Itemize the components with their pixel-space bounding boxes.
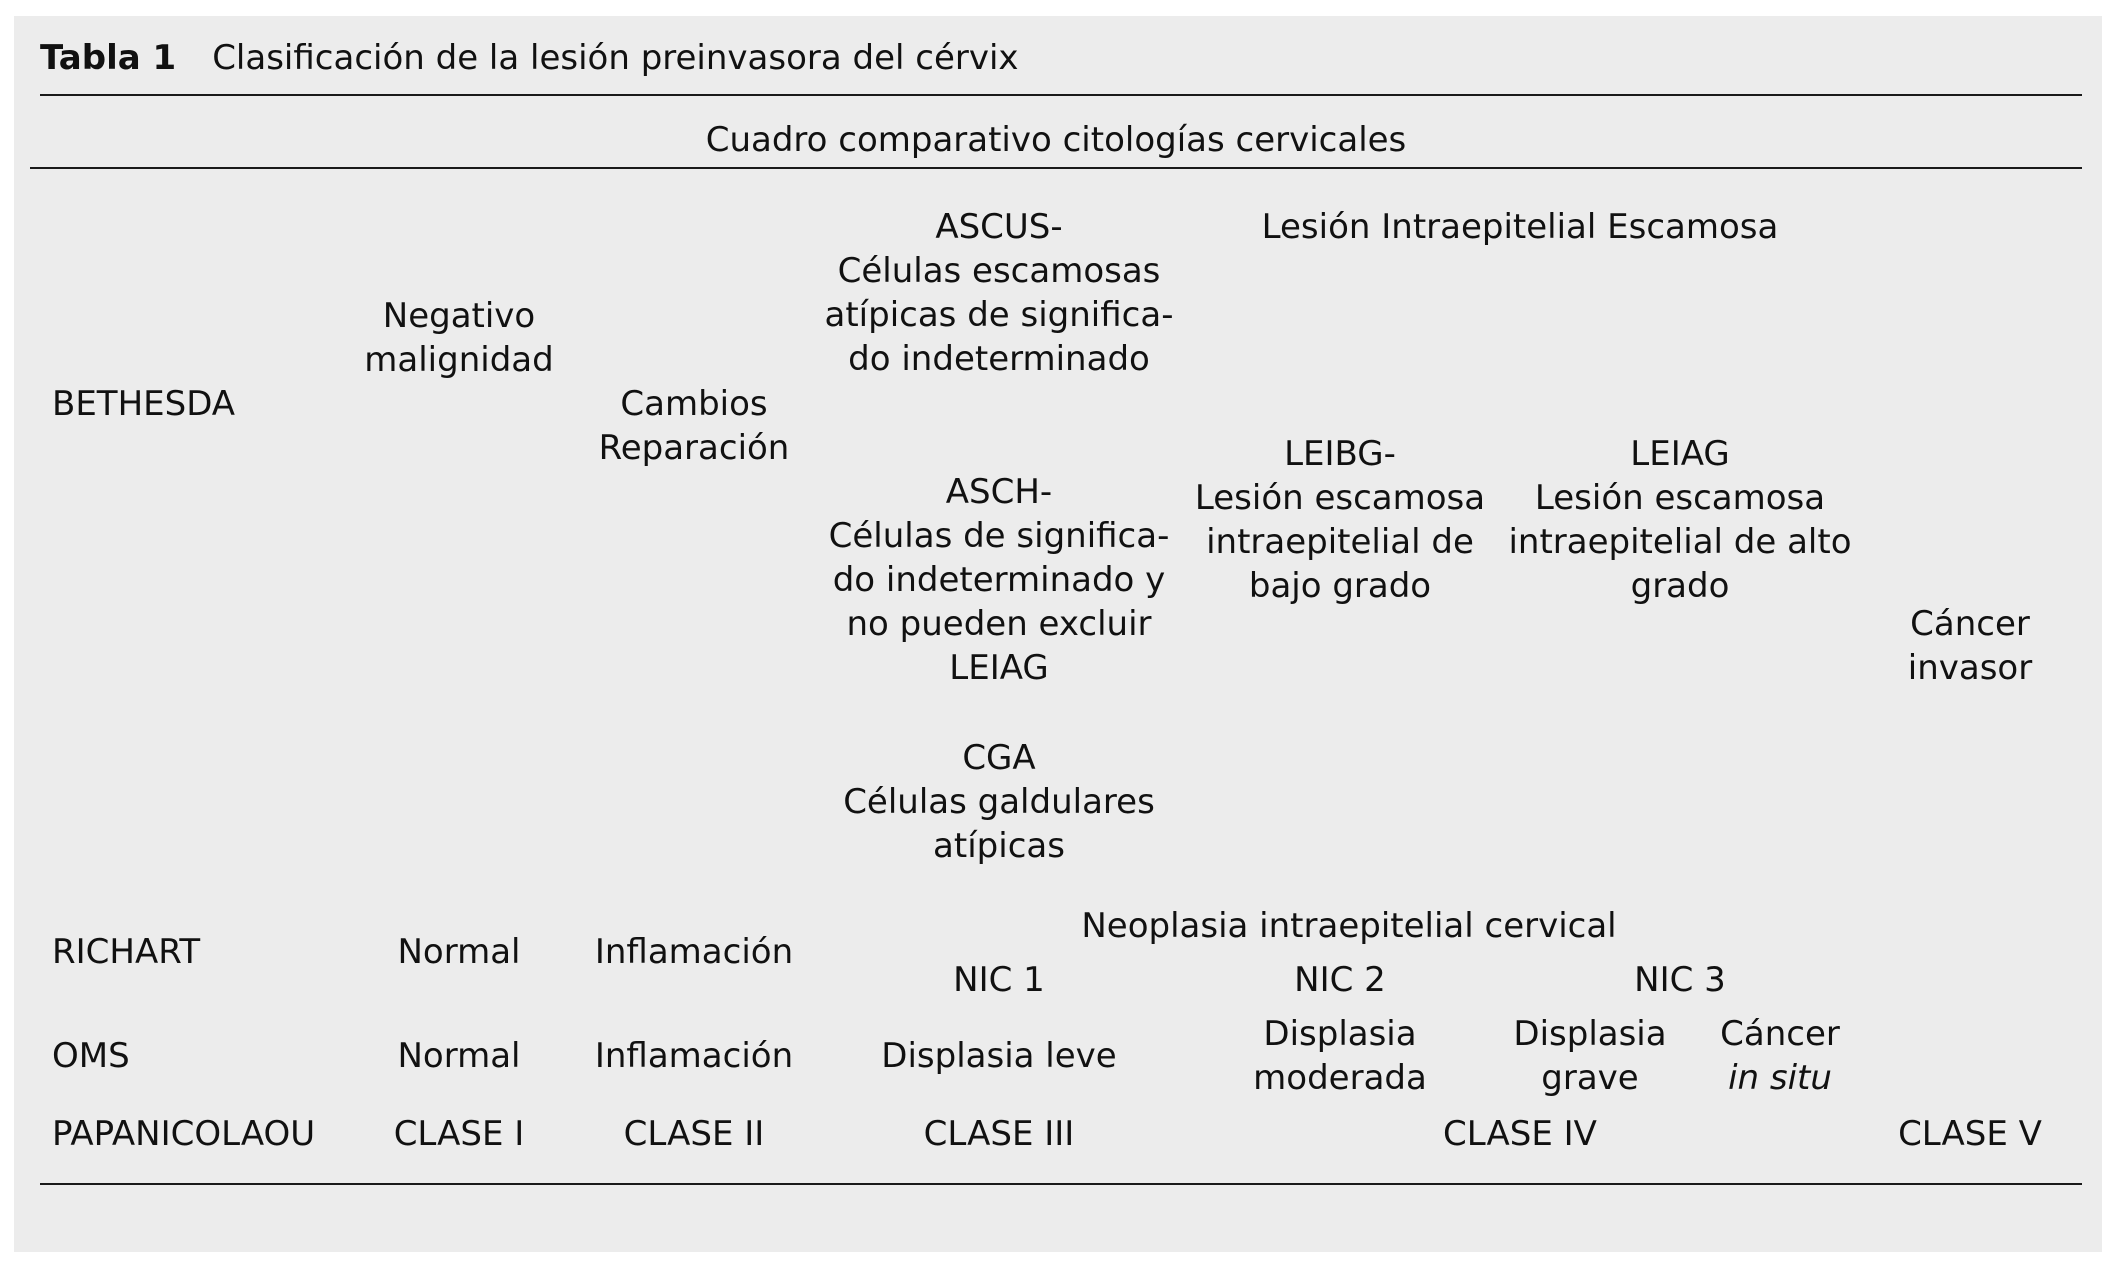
- row-label-bethesda: BETHESDA: [52, 384, 236, 424]
- row-label-papanicolaou: PAPANICOLAOU: [52, 1114, 316, 1154]
- oms-inflamacion: Inflamación: [594, 1036, 794, 1076]
- richart-nic1: NIC 1: [953, 960, 1045, 1000]
- title-rule: [40, 94, 2082, 96]
- oms-cancer-in-situ: Cáncer in situ: [1680, 1012, 1880, 1100]
- papanicolaou-clase-3: CLASE III: [923, 1114, 1075, 1154]
- table-title: Clasificación de la lesión preinvasora d…: [212, 38, 1019, 78]
- oms-normal: Normal: [397, 1036, 521, 1076]
- papanicolaou-clase-2: CLASE II: [623, 1114, 765, 1154]
- papanicolaou-clase-5: CLASE V: [1898, 1114, 2042, 1154]
- table-subtitle: Cuadro comparativo citologías cervicales: [705, 120, 1407, 160]
- table-panel: [14, 16, 2102, 1252]
- bethesda-cambios: Cambios Reparación: [598, 384, 790, 468]
- richart-neoplasia-header: Neoplasia intraepitelial cervical: [1081, 906, 1617, 946]
- oms-displasia-moderada: Displasia moderada: [1253, 1014, 1427, 1098]
- row-label-richart: RICHART: [52, 932, 201, 972]
- oms-displasia-grave: Displasia grave: [1513, 1014, 1667, 1098]
- table-caption: Tabla 1 Clasificación de la lesión preinv…: [40, 36, 1019, 80]
- bethesda-asch: ASCH- Células de significa- do indetermi…: [828, 472, 1170, 688]
- bethesda-negativo: Negativo malignidad: [364, 296, 554, 380]
- oms-displasia-leve: Displasia leve: [881, 1036, 1117, 1076]
- richart-normal: Normal: [397, 932, 521, 972]
- bethesda-leibg: LEIBG- Lesión escamosa intraepitelial de…: [1194, 434, 1486, 606]
- richart-nic3: NIC 3: [1634, 960, 1726, 1000]
- header-rule: [30, 167, 2082, 169]
- richart-nic2: NIC 2: [1294, 960, 1386, 1000]
- oms-in-situ: in situ: [1728, 1058, 1832, 1098]
- oms-cancer-label: Cáncer: [1720, 1014, 1840, 1054]
- bethesda-lesion-header: Lesión Intraepitelial Escamosa: [1261, 207, 1779, 247]
- bethesda-cancer-invasor: Cáncer invasor: [1907, 604, 2033, 688]
- bethesda-leiag: LEIAG Lesión escamosa intraepitelial de …: [1508, 434, 1852, 606]
- bottom-rule: [40, 1183, 2082, 1185]
- table-label: Tabla 1: [40, 38, 177, 78]
- richart-inflamacion: Inflamación: [594, 932, 794, 972]
- papanicolaou-clase-4: CLASE IV: [1443, 1114, 1597, 1154]
- papanicolaou-clase-1: CLASE I: [393, 1114, 525, 1154]
- bethesda-ascus: ASCUS- Células escamosas atípicas de sig…: [824, 207, 1174, 379]
- row-label-oms: OMS: [52, 1036, 130, 1076]
- bethesda-cga: CGA Células galdulares atípicas: [843, 738, 1155, 866]
